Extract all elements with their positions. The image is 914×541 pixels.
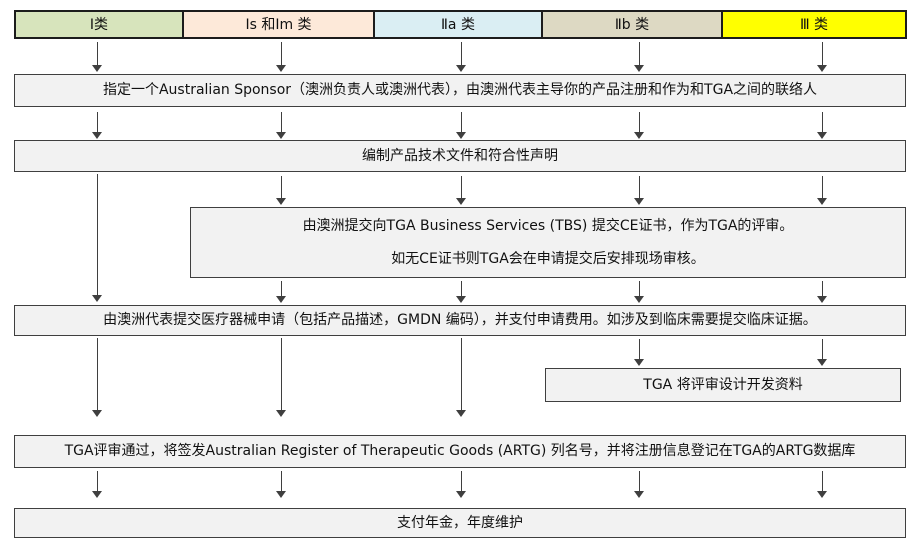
step-technical-docs: 编制产品技术文件和符合性声明: [14, 140, 906, 172]
arrow-down-icon: [817, 339, 827, 366]
arrow-down-icon: [276, 471, 286, 498]
arrow-down-icon: [634, 42, 644, 72]
step-tbs-ce-submission: 由澳洲提交向TGA Business Services (TBS) 提交CE证书…: [190, 207, 906, 278]
arrow-down-icon: [456, 112, 466, 139]
category-class-III: Ⅲ 类: [721, 10, 907, 39]
arrow-down-icon: [276, 281, 286, 303]
step-device-application: 由澳洲代表提交医疗器械申请（包括产品描述，GMDN 编码），并支付申请费用。如涉…: [14, 305, 906, 336]
arrow-down-icon: [817, 281, 827, 303]
step-text: TGA 将评审设计开发资料: [643, 376, 803, 393]
arrow-down-icon: [817, 42, 827, 72]
step-artg-listing: TGA评审通过，将签发Australian Register of Therap…: [14, 435, 906, 468]
arrow-down-icon: [817, 112, 827, 139]
arrow-down-icon: [634, 471, 644, 498]
category-class-IIb: Ⅱb 类: [541, 10, 723, 39]
arrow-down-icon: [92, 42, 102, 72]
step-text: TGA评审通过，将签发Australian Register of Therap…: [64, 443, 856, 460]
arrow-down-icon: [456, 471, 466, 498]
arrow-down-icon: [92, 112, 102, 139]
arrow-down-icon: [456, 338, 466, 417]
arrow-down-icon: [456, 281, 466, 303]
category-class-I: Ⅰ类: [14, 10, 184, 39]
arrow-down-icon: [276, 42, 286, 72]
arrow-down-icon: [456, 42, 466, 72]
arrow-down-icon: [634, 176, 644, 205]
step-text: 指定一个Australian Sponsor（澳洲负责人或澳洲代表），由澳洲代表…: [102, 82, 818, 99]
arrow-down-icon: [276, 112, 286, 139]
arrow-down-icon: [817, 471, 827, 498]
arrow-down-icon: [456, 176, 466, 205]
arrow-down-icon: [92, 338, 102, 417]
arrow-down-icon: [92, 174, 102, 302]
arrow-down-icon: [817, 176, 827, 205]
step-text: 编制产品技术文件和符合性声明: [362, 147, 558, 164]
arrow-down-icon: [634, 281, 644, 303]
category-class-IIa: Ⅱa 类: [373, 10, 543, 39]
category-class-Is-Im: Ⅰs 和Ⅰm 类: [182, 10, 375, 39]
step-text-line1: 由澳洲提交向TGA Business Services (TBS) 提交CE证书…: [302, 217, 794, 234]
step-appoint-sponsor: 指定一个Australian Sponsor（澳洲负责人或澳洲代表），由澳洲代表…: [14, 74, 906, 107]
arrow-down-icon: [92, 471, 102, 498]
step-annual-fee: 支付年金，年度维护: [14, 508, 906, 538]
arrow-down-icon: [276, 176, 286, 205]
step-text-line2: 如无CE证书则TGA会在申请提交后安排现场审核。: [391, 251, 705, 267]
arrow-down-icon: [634, 339, 644, 366]
step-text: 由澳洲代表提交医疗器械申请（包括产品描述，GMDN 编码），并支付申请费用。如涉…: [103, 312, 817, 329]
step-design-review: TGA 将评审设计开发资料: [545, 368, 901, 402]
step-text: 支付年金，年度维护: [397, 514, 523, 531]
arrow-down-icon: [634, 112, 644, 139]
arrow-down-icon: [276, 338, 286, 417]
